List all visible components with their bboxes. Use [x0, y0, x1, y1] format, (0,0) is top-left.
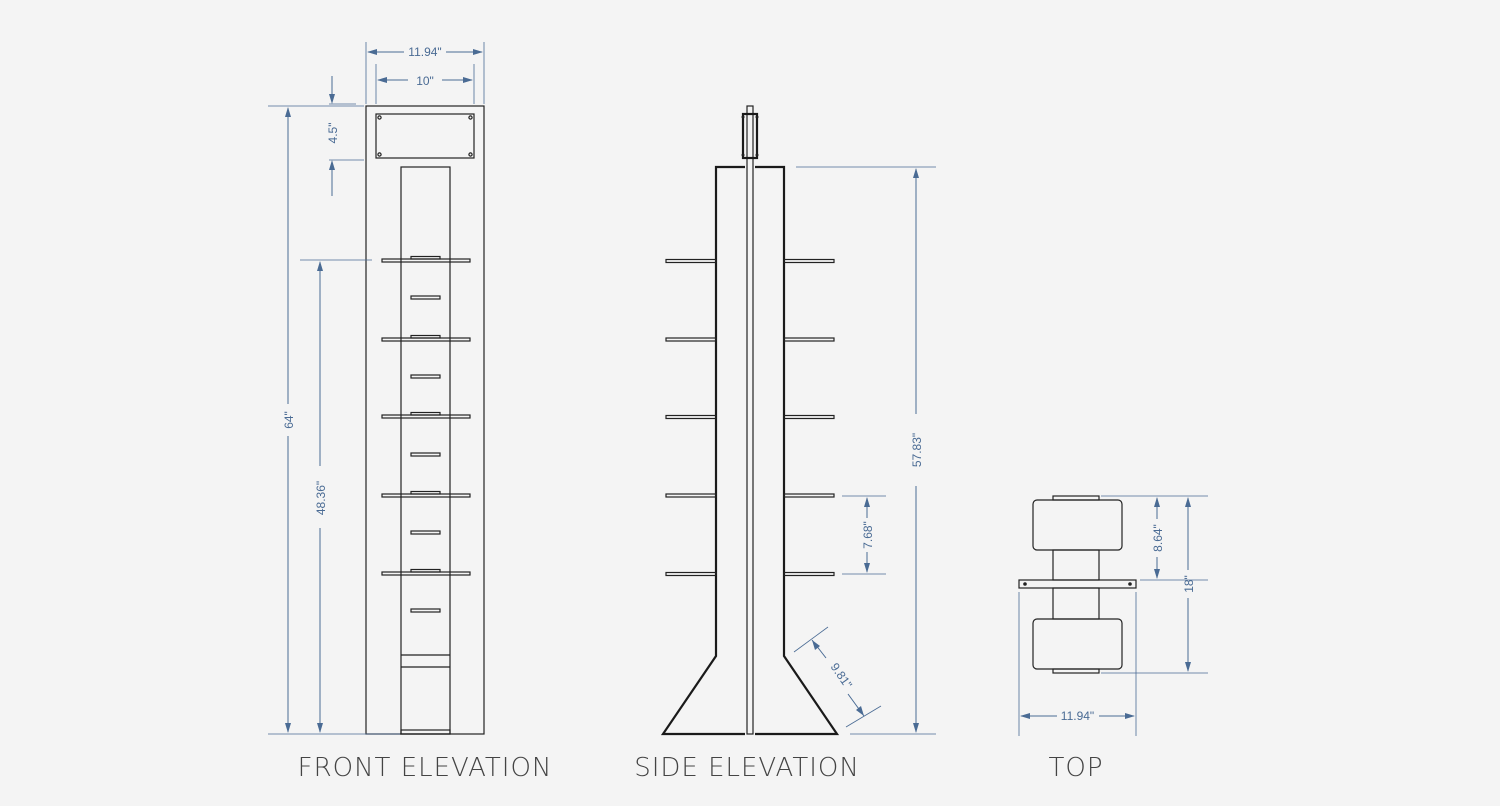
top-view-title: TOP: [1048, 753, 1103, 783]
top-upper-block: [1032, 499, 1123, 551]
dim-label: 64": [282, 411, 296, 429]
side-shelf: [783, 258, 835, 264]
dim-label: 57.83": [910, 433, 924, 467]
dim-top-width: 11.94": [1018, 592, 1137, 736]
dim-label: 11.94": [1061, 709, 1094, 723]
front-elevation-view: 11.94" 10" 4.5": [268, 42, 553, 783]
front-panel-outline: [365, 105, 485, 735]
side-shelf: [783, 337, 835, 342]
front-center-channel: [400, 166, 451, 735]
dim-front-total-height: 64": [268, 105, 400, 735]
dim-top-half-depth: 8.64": [1101, 495, 1208, 581]
dim-front-inner-width: 10": [375, 64, 475, 104]
dim-side-height: 57.83": [796, 166, 936, 735]
front-sign-plate: [375, 113, 475, 159]
side-shelf: [783, 493, 835, 498]
front-elevation-title: FRONT ELEVATION: [298, 753, 553, 783]
side-left-wing: [660, 165, 745, 736]
side-shelf: [783, 571, 835, 577]
dim-front-shelf-height: 48.36": [300, 259, 372, 733]
top-lower-neck: [1052, 587, 1100, 620]
side-shelf: [665, 414, 717, 420]
top-lower-block: [1032, 618, 1123, 670]
dim-label: 18": [1182, 575, 1196, 593]
side-shelf: [665, 493, 717, 498]
side-elevation-view: 57.83" 7.68" 9.81" SIDE ELEVATION: [634, 105, 936, 783]
dim-front-sign-height: 4.5": [326, 76, 364, 196]
side-shelf: [665, 571, 717, 577]
front-sign-screws: [377, 115, 473, 157]
dim-label: 9.81": [828, 660, 855, 691]
side-shelf: [783, 414, 835, 420]
dim-label: 48.36": [314, 481, 328, 515]
front-shelves: [381, 255, 471, 576]
dim-label: 4.5": [326, 123, 340, 144]
dim-label: 8.64": [1151, 524, 1165, 552]
side-shelf: [665, 258, 717, 264]
side-right-wing: [755, 165, 840, 736]
side-sign-edge: [741, 112, 759, 160]
top-center-panel: [1018, 579, 1137, 589]
dim-top-depth: 18": [1101, 497, 1208, 674]
side-shelves: [665, 258, 835, 577]
dim-side-base-slant: 9.81": [793, 626, 882, 728]
dim-label: 10": [416, 74, 434, 88]
front-slots: [410, 295, 441, 613]
dim-label: 11.94": [408, 45, 441, 59]
dim-label: 7.68": [861, 521, 875, 549]
side-center-panel: [746, 105, 754, 735]
side-shelf: [665, 337, 717, 342]
dim-front-outer-width: 11.94": [365, 42, 485, 104]
side-elevation-title: SIDE ELEVATION: [634, 753, 860, 783]
top-view: 8.64" 18" 11.94" TOP: [1018, 495, 1208, 783]
top-upper-neck: [1052, 549, 1100, 581]
dim-side-shelf-spacing: 7.68": [842, 495, 886, 575]
